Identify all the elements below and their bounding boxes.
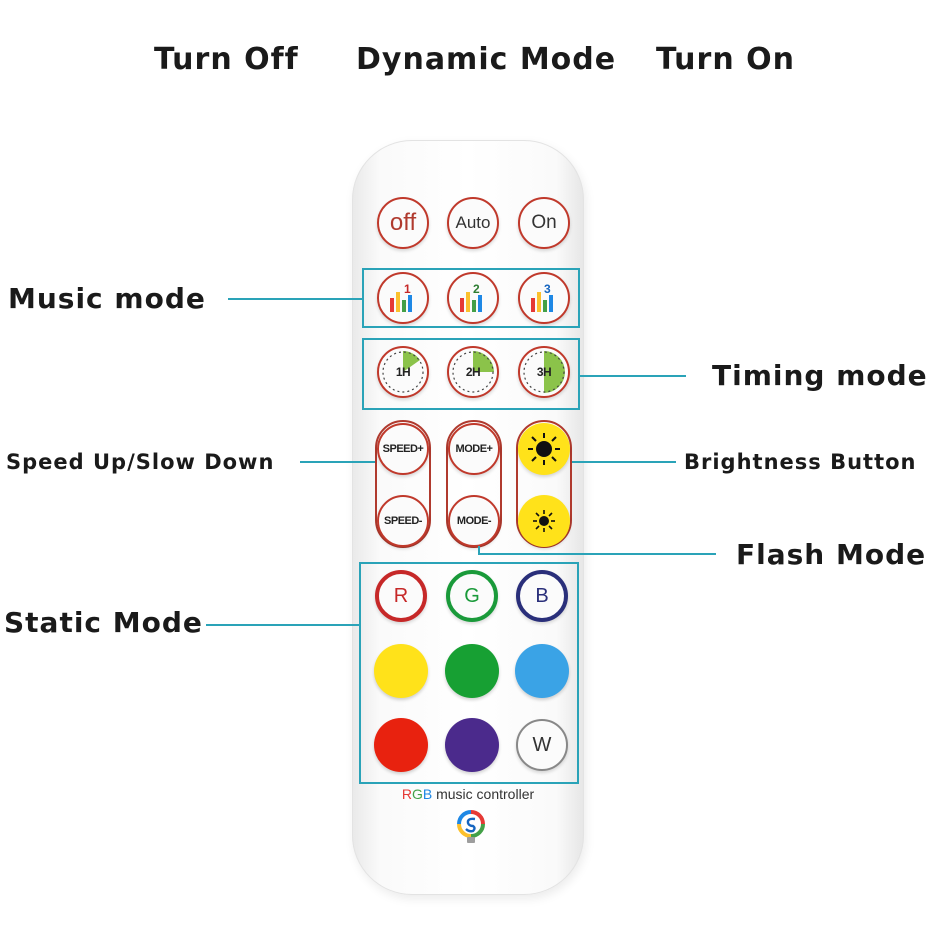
music-mode-3-number: 3 <box>544 282 551 296</box>
timer-3h-label: 3H <box>536 365 552 379</box>
timer-2h-label: 2H <box>465 365 481 379</box>
speed-label: Speed Up/Slow Down <box>6 450 275 474</box>
music-mode-3-button[interactable]: 3 <box>518 272 570 324</box>
speed-connector <box>300 461 375 463</box>
speed-up-label: SPEED+ <box>382 443 424 455</box>
brand-logo-icon <box>457 810 485 843</box>
speed-down-label: SPEED- <box>384 515 422 527</box>
turn-on-label: Turn On <box>656 42 795 77</box>
green-channel-label: G <box>464 584 480 607</box>
clock-icon <box>452 351 494 393</box>
mode-up-button[interactable]: MODE+ <box>448 423 500 475</box>
blue-color-button[interactable] <box>515 644 569 698</box>
purple-color-button[interactable] <box>445 718 499 772</box>
red-channel-button[interactable]: R <box>375 570 427 622</box>
speed-pill <box>375 420 431 548</box>
blue-channel-button[interactable]: B <box>516 570 568 622</box>
timing-mode-group <box>362 338 580 410</box>
mode-pill <box>446 420 502 548</box>
music-bars-icon: 2 <box>460 282 482 312</box>
music-mode-1-button[interactable]: 1 <box>377 272 429 324</box>
brand-letter-g: G <box>411 786 423 802</box>
timing-mode-label: Timing mode <box>712 359 928 392</box>
white-color-label: W <box>532 733 552 756</box>
auto-button[interactable]: Auto <box>447 197 499 249</box>
music-mode-2-button[interactable]: 2 <box>447 272 499 324</box>
red-color-button[interactable] <box>374 718 428 772</box>
music-mode-group <box>362 268 580 328</box>
sun-small-icon <box>533 510 555 532</box>
speed-down-button[interactable]: SPEED- <box>377 495 429 547</box>
green-channel-button[interactable]: G <box>446 570 498 622</box>
flash-mode-connector-h <box>478 553 716 555</box>
brand-text: RGB music controller <box>352 786 584 802</box>
brightness-down-button[interactable] <box>518 495 570 547</box>
brand-rest: music controller <box>432 786 535 802</box>
yellow-color-button[interactable] <box>374 644 428 698</box>
static-mode-connector <box>206 624 360 626</box>
music-mode-1-number: 1 <box>404 282 411 296</box>
on-button-label: On <box>531 212 557 233</box>
off-button[interactable]: off <box>377 197 429 249</box>
green-color-button[interactable] <box>445 644 499 698</box>
music-bars-icon: 3 <box>531 282 553 312</box>
brightness-up-button[interactable] <box>518 423 570 475</box>
music-mode-2-number: 2 <box>473 282 480 296</box>
auto-button-label: Auto <box>455 213 491 232</box>
music-mode-label: Music mode <box>8 282 206 315</box>
static-mode-label: Static Mode <box>4 606 203 639</box>
on-button[interactable]: On <box>518 197 570 249</box>
clock-icon <box>523 351 565 393</box>
mode-down-button[interactable]: MODE- <box>448 495 500 547</box>
brightness-label: Brightness Button <box>684 450 917 474</box>
timer-2h-button[interactable]: 2H <box>447 346 499 398</box>
brand-letter-b: B <box>422 786 433 802</box>
clock-icon <box>382 351 424 393</box>
timing-mode-connector <box>580 375 686 377</box>
off-button-label: off <box>389 209 417 236</box>
turn-off-label: Turn Off <box>154 42 299 77</box>
static-mode-group <box>359 562 579 784</box>
red-channel-label: R <box>393 584 409 607</box>
flash-mode-label: Flash Mode <box>736 538 927 571</box>
timer-3h-button[interactable]: 3H <box>518 346 570 398</box>
timer-1h-button[interactable]: 1H <box>377 346 429 398</box>
brightness-connector <box>572 461 676 463</box>
mode-down-label: MODE- <box>456 515 492 527</box>
music-mode-connector <box>228 298 362 300</box>
white-color-button[interactable]: W <box>516 719 568 771</box>
brightness-pill <box>516 420 572 548</box>
music-bars-icon: 1 <box>390 282 412 312</box>
dynamic-mode-label: Dynamic Mode <box>356 42 617 77</box>
mode-up-label: MODE+ <box>455 443 493 455</box>
blue-channel-label: B <box>535 584 549 607</box>
speed-up-button[interactable]: SPEED+ <box>377 423 429 475</box>
timer-1h-label: 1H <box>395 365 411 379</box>
flash-mode-connector-v <box>478 546 480 555</box>
sun-large-icon <box>528 433 560 465</box>
brand-letter-r: R <box>401 786 412 802</box>
